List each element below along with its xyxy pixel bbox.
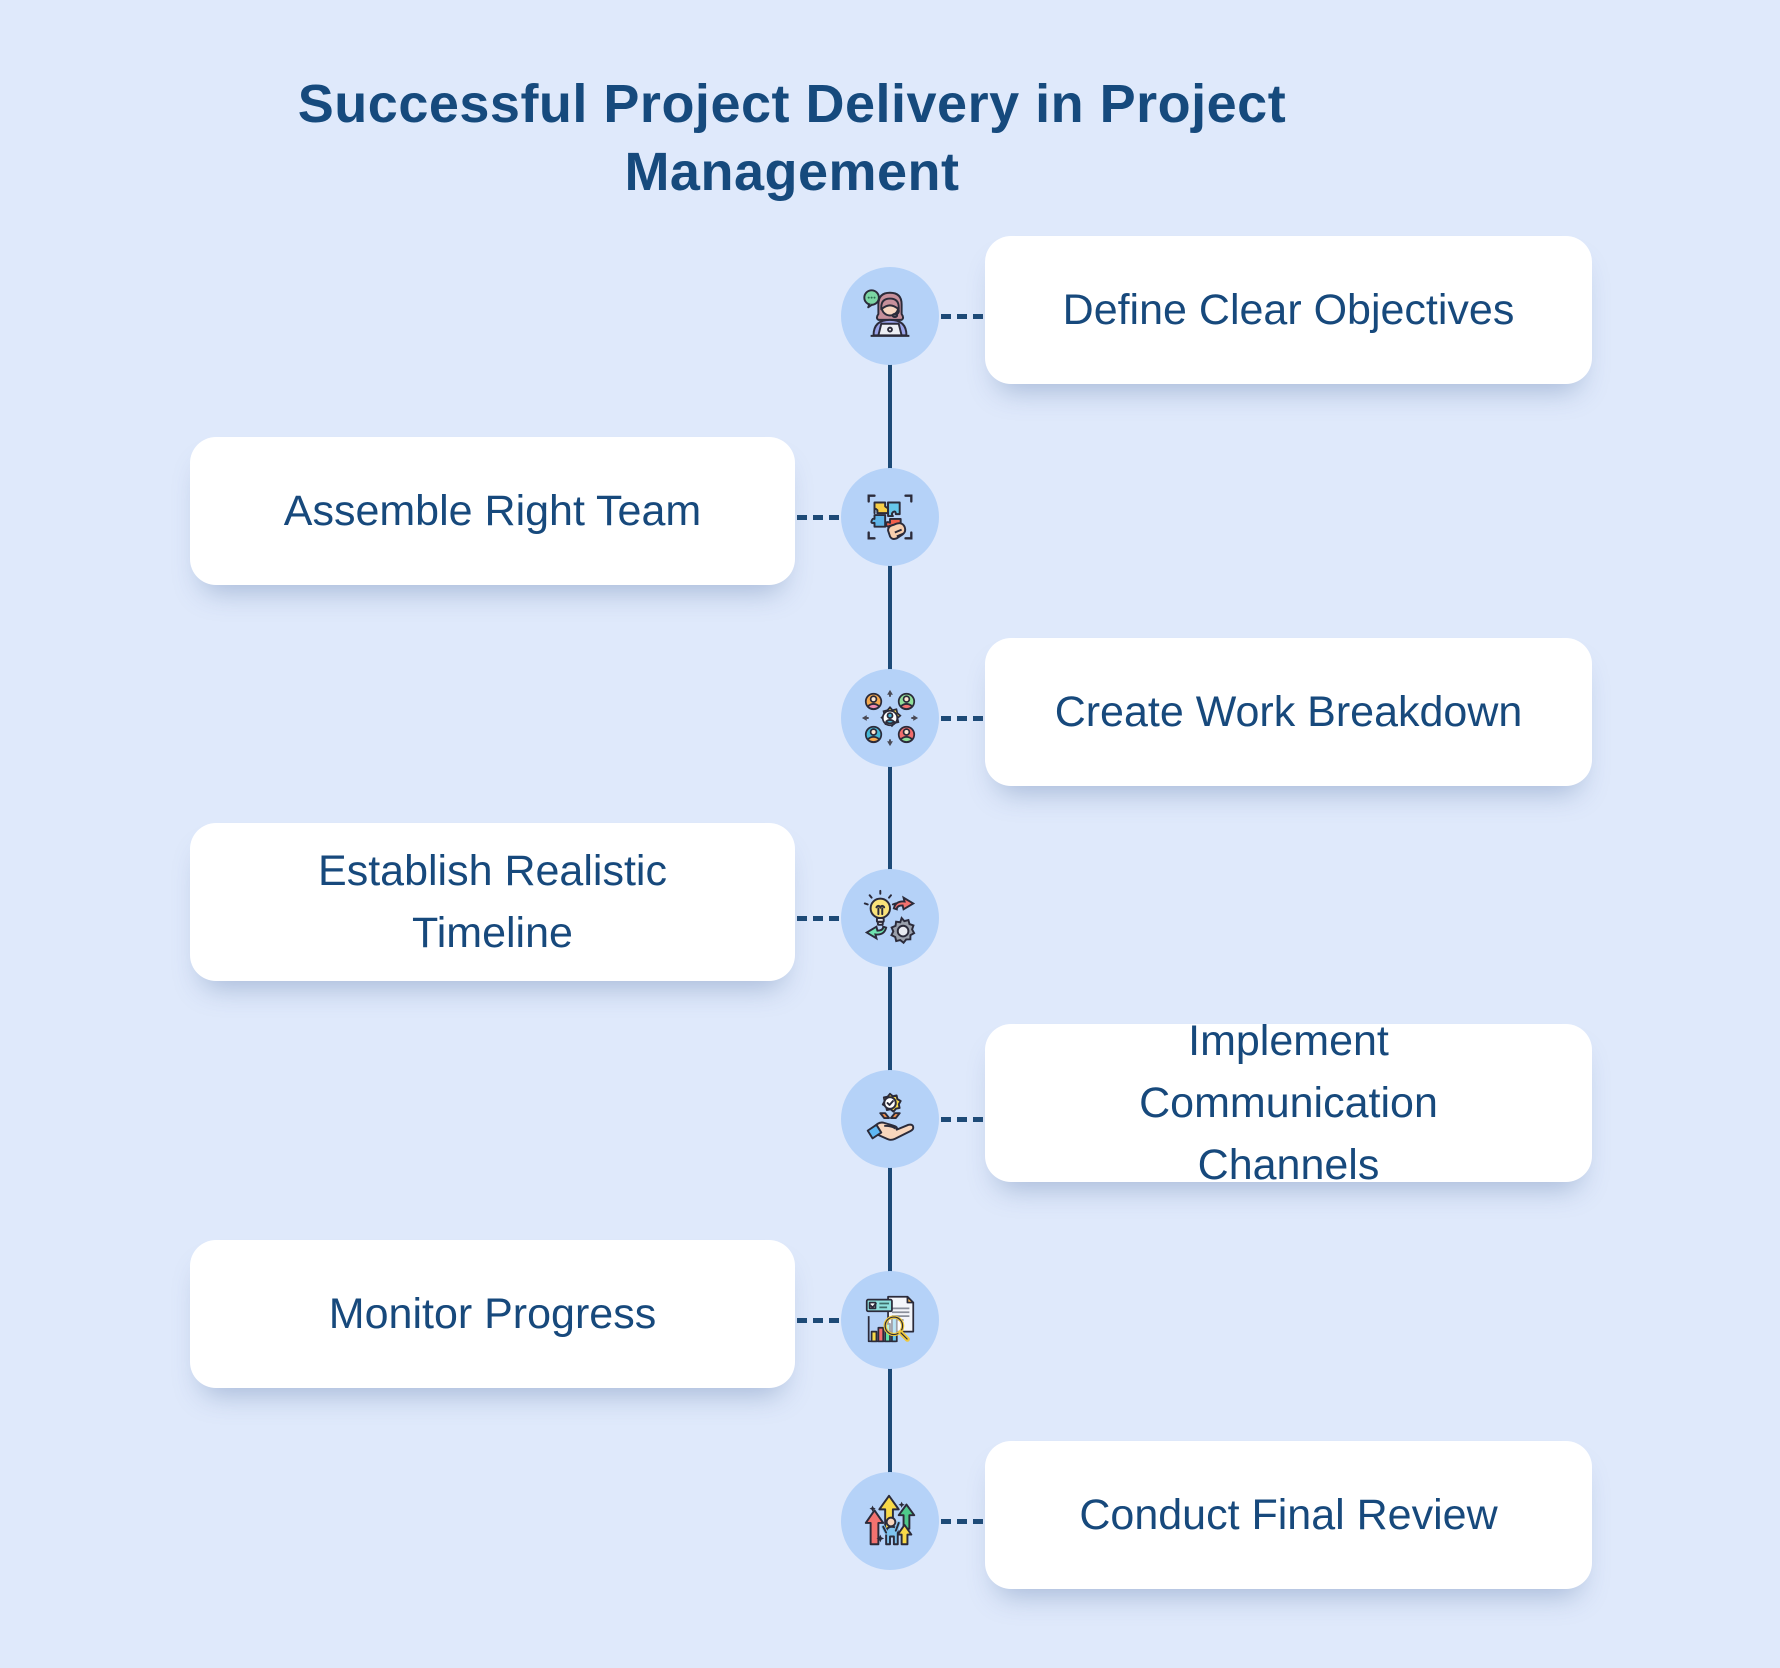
- report-analysis-icon: [865, 1295, 915, 1343]
- step-label: Create Work Breakdown: [1054, 688, 1523, 736]
- step-card: Conduct Final Review: [985, 1441, 1592, 1589]
- dotted-connector: [941, 716, 983, 721]
- step-label: Establish Realistic Timeline: [318, 847, 667, 957]
- step-icon-circle: [841, 869, 939, 967]
- growth-arrows-icon: [864, 1494, 916, 1546]
- dotted-connector: [941, 1519, 983, 1524]
- dotted-connector: [941, 314, 983, 319]
- hand-award-icon: [866, 1092, 915, 1141]
- dotted-connector: [797, 916, 839, 921]
- step-card: Monitor Progress: [190, 1240, 795, 1388]
- step-label: Assemble Right Team: [283, 487, 702, 535]
- puzzle-assembly-icon: [867, 494, 913, 540]
- dotted-connector: [797, 1318, 839, 1323]
- dotted-connector: [797, 515, 839, 520]
- step-icon-circle: [841, 669, 939, 767]
- step-card: Create Work Breakdown: [985, 638, 1592, 786]
- step-label: Implement Communication Channels: [1139, 1017, 1438, 1189]
- support-agent-icon: [863, 289, 910, 337]
- step-label: Define Clear Objectives: [1062, 286, 1515, 334]
- idea-to-process-icon: [863, 889, 916, 945]
- step-icon-circle: [841, 1271, 939, 1369]
- step-icon-circle: [841, 468, 939, 566]
- step-icon-circle: [841, 1070, 939, 1168]
- team-delegation-icon: [861, 689, 919, 747]
- page-title: Successful Project Delivery in Project M…: [297, 74, 1287, 202]
- step-card: Assemble Right Team: [190, 437, 795, 585]
- step-icon-circle: [841, 267, 939, 365]
- step-card: Define Clear Objectives: [985, 236, 1592, 384]
- dotted-connector: [941, 1117, 983, 1122]
- step-label: Conduct Final Review: [1079, 1491, 1498, 1539]
- step-icon-circle: [841, 1472, 939, 1570]
- step-card: Establish Realistic Timeline: [190, 823, 795, 981]
- step-card: Implement Communication Channels: [985, 1017, 1592, 1189]
- step-label: Monitor Progress: [328, 1290, 657, 1338]
